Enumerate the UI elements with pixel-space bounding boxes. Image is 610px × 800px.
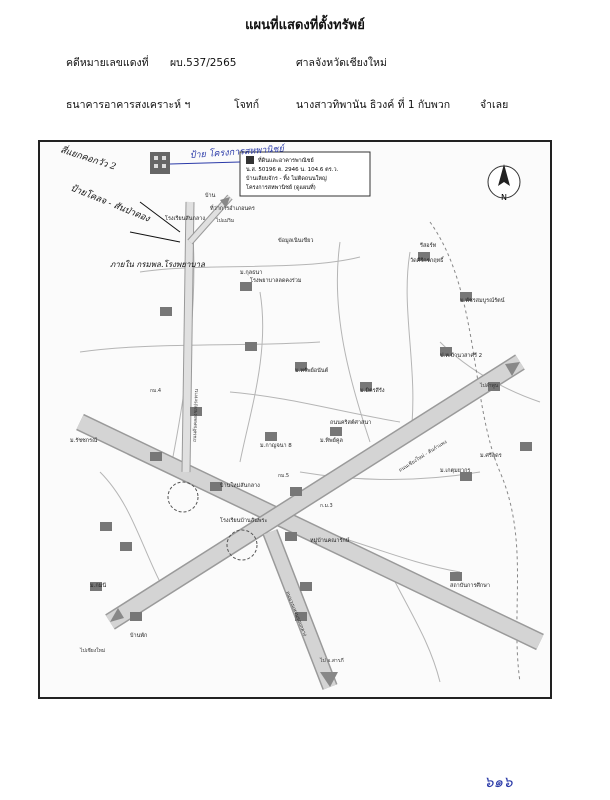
- map-label: หมู่บ้านคณารักษ์: [310, 537, 350, 544]
- property-info-box: ที่ดินและอาคารพาณิชย์ น.ส. 50196 ต. 2946…: [239, 151, 371, 197]
- map-label: ถนนคริสต์ศาสนา: [330, 419, 371, 426]
- road-end-arrow: [320, 672, 338, 687]
- road-label: ไป อ.สารภี: [319, 657, 344, 664]
- info-line-2: น.ส. 50196 ต. 2946 น. 104.6 ตร.ว.: [246, 166, 339, 173]
- map-label: ม.เกตุมยากร: [440, 468, 470, 474]
- map-labels: โรงเรียนสันกลาง โรงพยาบาลลดคงร่วม ที่ว่า…: [70, 192, 505, 639]
- km-label: ก.ม.3: [320, 503, 333, 509]
- map-label: สถาบันการศึกษา: [450, 582, 490, 589]
- location-map: ที่ดินและอาคารพาณิชย์ น.ส. 50196 ต. 2946…: [38, 140, 552, 699]
- info-line-4: โครงการสหพานิชย์ (ดูแผนที่): [246, 183, 316, 191]
- map-label: ม.พัชรสมบูรณ์รัตน์: [460, 297, 505, 304]
- map-label: ม.มิตรสีรัง: [360, 387, 385, 394]
- map-label: โรงเรียนสันกลาง: [165, 214, 205, 222]
- case-label: คดีหมายเลขแดงที่: [66, 57, 149, 69]
- map-label: ม.ทรัพย์อนันต์: [295, 367, 329, 374]
- road-label: ไปลำพูน: [479, 382, 499, 389]
- map-label: บ้าน: [205, 192, 216, 199]
- plaintiff-name: ธนาคารอาคารสงเคราะห์ ฯ: [66, 99, 191, 111]
- plaintiff-role: โจทก์: [234, 99, 260, 111]
- landmark-icons: [90, 252, 532, 621]
- page-number: ๖๑๖: [484, 773, 513, 791]
- handwritten-note-left-2: ป้ายโคลจ - สันป่าตอง: [69, 182, 152, 225]
- boundary-line: [429, 221, 521, 683]
- map-label: ป.ห.บ้านวสาศรี 2: [440, 352, 482, 359]
- intersection-marker: [226, 529, 258, 561]
- map-label: ที่ว่าการอำเภอนคร: [210, 204, 255, 212]
- map-label: วัดคีรีกรภฤทธิ์: [410, 256, 445, 264]
- map-label: ข้อมูลเนินเขียว: [278, 237, 313, 244]
- map-canvas: ที่ดินและอาคารพาณิชย์ น.ส. 50196 ต. 2946…: [59, 142, 544, 690]
- road-end-arrow: [220, 197, 230, 208]
- defendant-role: จำเลย: [480, 99, 509, 111]
- map-label: ม.ทิพย์คูล: [320, 437, 343, 444]
- map-label: ม.กุลธนา: [240, 269, 262, 276]
- svg-text:N: N: [501, 193, 507, 202]
- road-end-arrow: [110, 608, 124, 622]
- map-label: ม.กมนี: [90, 582, 106, 589]
- road-label: ถนนคันคลองชลประทาน: [192, 388, 200, 442]
- km-label: กม.4: [150, 388, 161, 394]
- road-end-arrow: [505, 362, 520, 376]
- handwritten-note-left-1: สี่แยกคอกวัว 2: [59, 142, 118, 172]
- north-arrow-icon: N: [487, 164, 521, 202]
- map-label: รีสอร์ท: [419, 242, 437, 249]
- road-label: ไปแม่ริม: [215, 217, 234, 224]
- map-label: บ้านใหม่สันกลาง: [220, 482, 260, 489]
- property-building: [150, 152, 170, 174]
- local-roads: [79, 201, 541, 683]
- map-label: บ้านพัก: [130, 632, 147, 639]
- map-label: โรงเรียนบ้านสันพระ: [220, 516, 267, 524]
- km-markers: กม.5 กม.4 ก.ม.3: [150, 388, 333, 509]
- km-label: กม.5: [278, 473, 289, 479]
- info-line-1: ที่ดินและอาคารพาณิชย์: [258, 156, 314, 164]
- intersection-marker: [167, 481, 199, 513]
- map-label: โรงพยาบาลลดคงร่วม: [250, 276, 302, 284]
- defendant-name: นางสาวทิพานัน ธิวงค์ ที่ 1 กับพวก: [296, 99, 451, 111]
- info-line-3: บ้านเลียบจักร - ทิ้ง ไม่ติดถนนใหญ่: [246, 174, 327, 182]
- map-label: ม.รัชชกรณ์: [70, 437, 97, 444]
- case-number: ผบ.537/2565: [170, 57, 237, 69]
- road-label: ไปเชียงใหม่: [79, 647, 105, 654]
- map-label: ม.กาญจนา 8: [260, 443, 292, 449]
- court-name: ศาลจังหวัดเชียงใหม่: [296, 57, 387, 69]
- map-label: ม.ศรีอุดร: [480, 452, 502, 459]
- document-title: แผนที่แสดงที่ตั้งทรัพย์: [245, 18, 365, 33]
- handwritten-note-left-3: ภายใน กรมพล.โรงพยาบาล: [110, 259, 206, 269]
